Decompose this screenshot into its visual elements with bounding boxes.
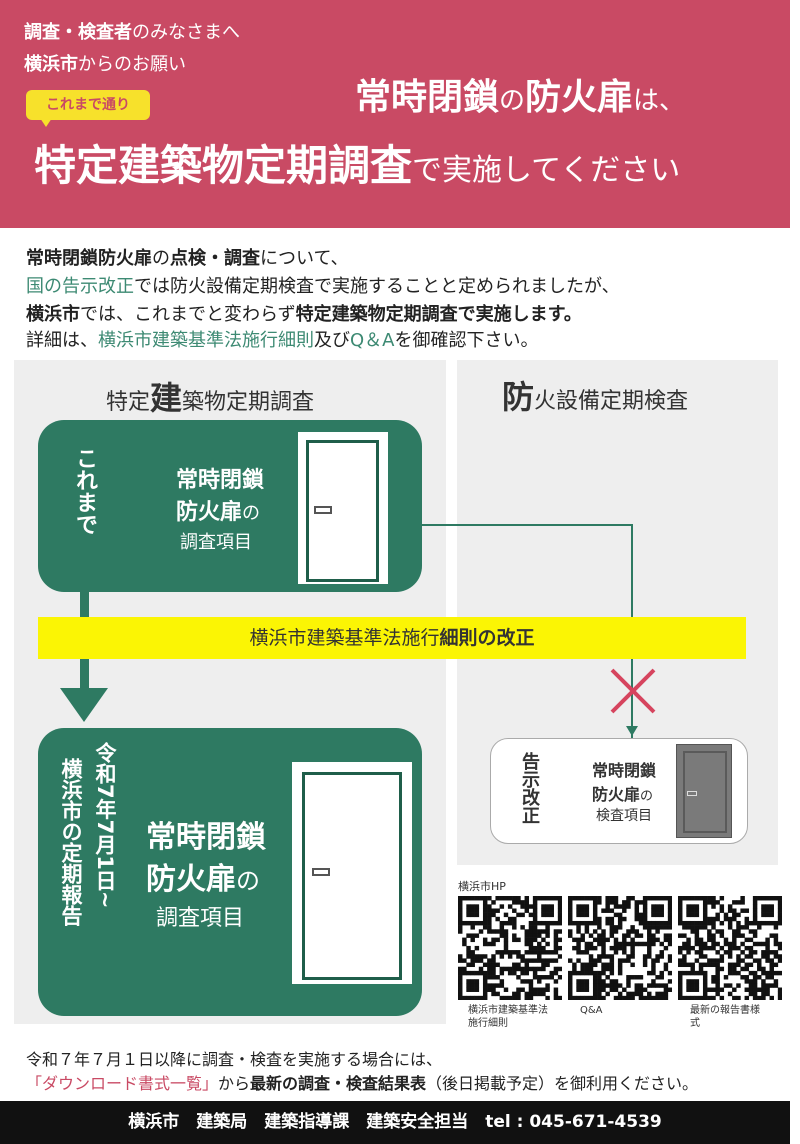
intro-line-3: 横浜市では、これまでと変わらず特定建築物定期調査で実施します。 xyxy=(26,300,582,326)
bottom-l2-b: から xyxy=(218,1074,251,1093)
qr-code-bylaw[interactable] xyxy=(458,896,563,1001)
intro-l1-d: について、 xyxy=(260,248,349,269)
upper-item-line-1: 常時閉鎖 xyxy=(176,468,265,493)
intro-l1-a: 常時閉鎖防火扉 xyxy=(26,248,152,269)
lower-item-line-3: 調査項目 xyxy=(156,906,245,931)
title-line-2: 特定建築物定期調査で実施してください xyxy=(34,132,680,193)
upper-l2b: の xyxy=(242,503,261,524)
left-title-a: 特定 xyxy=(106,390,151,415)
lower-l2a: 防火扉 xyxy=(146,862,236,897)
qr-code-qa[interactable] xyxy=(568,896,673,1001)
right-item-line-2: 防火扉の xyxy=(592,781,653,805)
bottom-l2-d: （後日掲載予定）を御利用ください。 xyxy=(426,1074,699,1093)
vertical-notice-revision: 告示改正 xyxy=(519,752,540,824)
right-l2a: 防火扉 xyxy=(592,785,641,804)
right-panel-title: 防火設備定期検査 xyxy=(502,372,688,418)
down-arrow-head xyxy=(60,688,108,722)
vertical-until-now: これまで xyxy=(72,447,97,535)
intro-l4-c: 及び xyxy=(314,330,350,351)
header-line-1-rest: のみなさまへ xyxy=(132,22,240,43)
right-title-b: 火設備定期検査 xyxy=(534,389,689,414)
title-line-1: 常時閉鎖の防火扉は、 xyxy=(355,68,685,120)
upper-l2a: 防火扉 xyxy=(176,500,243,525)
intro-l3-b: では、これまでと変わらず xyxy=(80,304,296,325)
qr-caption-3: 最新の報告書様式 xyxy=(690,1005,760,1029)
title1-a: 常時閉鎖 xyxy=(355,77,500,118)
dotted-arrow-head xyxy=(626,726,638,736)
vertical-date: 令和7年7月1日~ xyxy=(93,742,117,909)
intro-l3-c: 特定建築物定期調査で実施します。 xyxy=(295,304,582,325)
intro-l2-a: 国の告示改正 xyxy=(26,276,134,297)
right-item-line-3: 検査項目 xyxy=(596,808,652,824)
left-title-b: 建 xyxy=(150,379,183,417)
badge-as-before: これまで通り xyxy=(26,90,150,120)
lower-l2b: の xyxy=(236,867,260,895)
footer-contact: 横浜市 建築局 建築指導課 建築安全担当 tel : 045-671-4539 xyxy=(0,1101,790,1144)
left-title-c: 築物定期調査 xyxy=(182,390,315,415)
intro-line-2: 国の告示改正では防火設備定期検査で実施することと定められましたが、 xyxy=(26,272,620,298)
lower-item-line-1: 常時閉鎖 xyxy=(146,820,266,855)
header-line-2: 横浜市からのお願い xyxy=(24,50,186,76)
intro-l2-b: では防火設備定期検査で実施することと定められましたが、 xyxy=(134,276,620,297)
download-forms-link[interactable]: 「ダウンロード書式一覧」 xyxy=(26,1074,219,1093)
qr-code-latest-form[interactable] xyxy=(678,896,783,1001)
door-icon-lower xyxy=(290,760,414,986)
title2-a: 特定建築物定期調査 xyxy=(34,141,413,190)
intro-line-4: 詳細は、横浜市建築基準法施行細則及びQ＆Aを御確認下さい。 xyxy=(26,326,538,352)
door-icon-upper xyxy=(296,430,390,586)
qr-caption-1: 横浜市建築基準法施行細則 xyxy=(468,1005,548,1029)
intro-l1-c: 点検・調査 xyxy=(170,248,260,269)
intro-l4-d[interactable]: Q＆A xyxy=(350,330,395,351)
intro-l4-b[interactable]: 横浜市建築基準法施行細則 xyxy=(98,330,314,351)
intro-l3-a: 横浜市 xyxy=(26,304,80,325)
right-item-line-1: 常時閉鎖 xyxy=(592,761,657,780)
title1-c: 防火扉 xyxy=(525,77,634,118)
title1-b: の xyxy=(499,86,526,116)
band-bylaw-revision: 横浜市建築基準法施行細則の改正 xyxy=(38,617,746,659)
qr-caption-2: Q&A xyxy=(580,1005,603,1016)
upper-item-line-3: 調査項目 xyxy=(180,532,252,553)
left-panel-title: 特定建築物定期調査 xyxy=(106,373,314,419)
header-line-2-bold: 横浜市 xyxy=(24,54,78,75)
badge-tail xyxy=(40,118,52,127)
door-icon-gray xyxy=(676,744,732,838)
bottom-l2-c: 最新の調査・検査結果表 xyxy=(250,1074,427,1093)
bottom-line-1: 令和７年７月１日以降に調査・検査を実施する場合には、 xyxy=(26,1050,443,1069)
band-text-b: 細則の改正 xyxy=(439,627,535,649)
title1-d: は、 xyxy=(633,86,686,116)
intro-l4-e: を御確認下さい。 xyxy=(394,330,539,351)
upper-item-line-2: 防火扉の xyxy=(176,494,260,526)
header-line-1-bold: 調査・検査者 xyxy=(24,22,132,43)
cross-mark-b xyxy=(610,668,656,714)
bottom-line-2: 「ダウンロード書式一覧」から最新の調査・検査結果表（後日掲載予定）を御利用くださ… xyxy=(26,1070,698,1094)
qr-label: 横浜市HP xyxy=(458,880,506,893)
intro-l4-a: 詳細は、 xyxy=(26,330,98,351)
header-line-1: 調査・検査者のみなさまへ xyxy=(24,18,240,44)
vertical-yokohama-report: 横浜市の定期報告 xyxy=(59,758,83,926)
title2-b: で実施してください xyxy=(412,153,681,188)
intro-l1-b: の xyxy=(152,248,170,269)
right-l2b: の xyxy=(640,789,654,804)
right-title-a: 防 xyxy=(502,378,535,416)
band-text-a: 横浜市建築基準法施行 xyxy=(249,627,440,649)
lower-item-line-2: 防火扉の xyxy=(146,854,260,898)
header-line-2-rest: からのお願い xyxy=(78,54,186,75)
intro-line-1: 常時閉鎖防火扉の点検・調査について、 xyxy=(26,244,349,270)
